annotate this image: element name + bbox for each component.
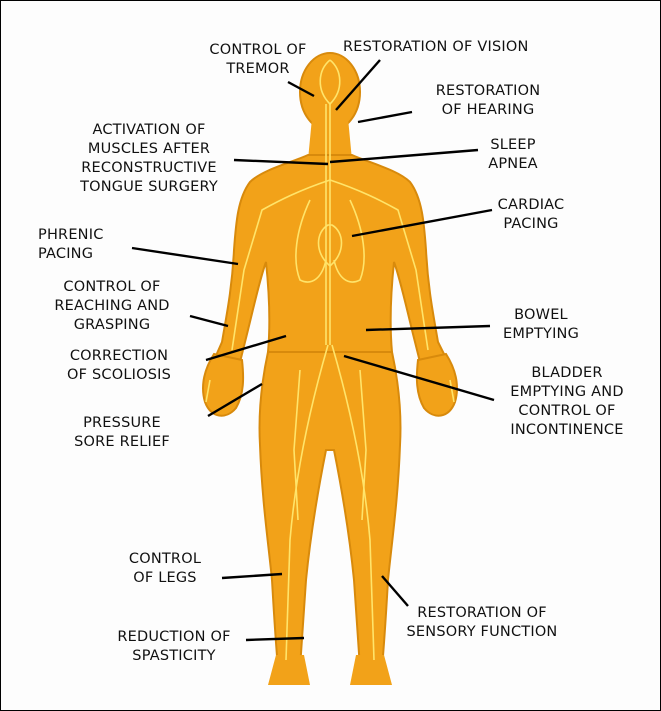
leader-phrenic bbox=[132, 248, 238, 264]
label-bowel-emptying: BOWEL EMPTYING bbox=[488, 306, 594, 344]
left-foot bbox=[268, 655, 310, 685]
label-tongue-surgery: ACTIVATION OF MUSCLES AFTER RECONSTRUCTI… bbox=[60, 121, 238, 197]
label-cardiac-pacing: CARDIAC PACING bbox=[490, 196, 572, 234]
label-pressure-sore-relief: PRESSURE SORE RELIEF bbox=[58, 414, 186, 452]
human-body-figure bbox=[203, 53, 457, 685]
leader-reaching bbox=[190, 316, 228, 326]
label-restoration-of-vision: RESTORATION OF VISION bbox=[343, 38, 529, 57]
label-sleep-apnea: SLEEP APNEA bbox=[478, 136, 548, 174]
label-phrenic-pacing: PHRENIC PACING bbox=[38, 226, 104, 264]
label-control-of-legs: CONTROL OF LEGS bbox=[114, 550, 216, 588]
label-reduction-of-spasticity: REDUCTION OF SPASTICITY bbox=[102, 628, 246, 666]
right-foot bbox=[350, 655, 392, 685]
label-reaching-grasping: CONTROL OF REACHING AND GRASPING bbox=[36, 278, 188, 335]
label-control-of-tremor: CONTROL OF TREMOR bbox=[198, 41, 318, 79]
leader-hearing bbox=[358, 112, 412, 122]
label-bladder-emptying: BLADDER EMPTYING AND CONTROL OF INCONTIN… bbox=[494, 364, 640, 440]
label-correction-of-scoliosis: CORRECTION OF SCOLIOSIS bbox=[40, 347, 198, 385]
label-sensory-function: RESTORATION OF SENSORY FUNCTION bbox=[384, 604, 580, 642]
pelvis-and-legs bbox=[259, 352, 400, 668]
label-restoration-of-hearing: RESTORATION OF HEARING bbox=[418, 82, 558, 120]
